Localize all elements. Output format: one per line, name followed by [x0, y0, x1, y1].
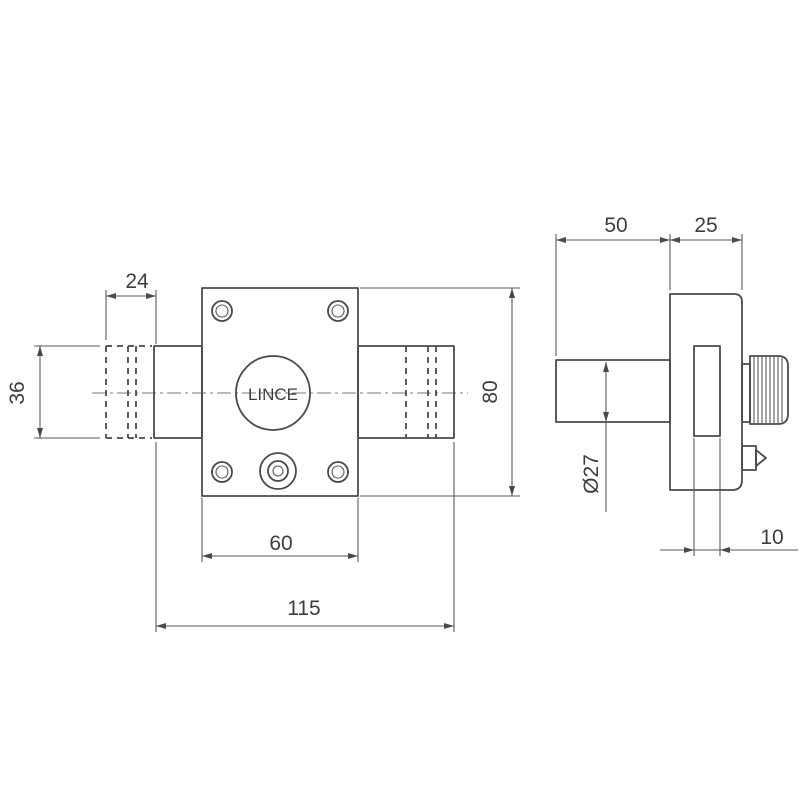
lock-body-plate — [201, 287, 359, 497]
dim-bolt-height: 36 — [6, 345, 100, 439]
screw-top-left — [211, 300, 233, 322]
dim-bolt-width: 24 — [105, 270, 157, 344]
dim-side-top: 50 25 — [555, 214, 743, 356]
dim-side-offset: 10 — [660, 438, 798, 556]
dim-total-width-label: 115 — [287, 597, 320, 620]
dim-body-width-label: 60 — [269, 532, 292, 555]
key-cylinder — [235, 355, 311, 431]
dim-side-offset-label: 10 — [760, 526, 783, 549]
side-cylinder — [555, 359, 671, 423]
front-view: LINCE 24 36 — [6, 270, 520, 632]
left-bolt-body — [153, 345, 203, 439]
side-pin — [741, 445, 767, 471]
side-view: 50 25 Ø27 10 — [555, 214, 798, 556]
dim-cylinder-diameter-label: Ø27 — [580, 454, 603, 494]
bottom-knob — [259, 452, 297, 490]
dim-bolt-height-label: 36 — [6, 381, 29, 404]
dim-side-depth-label: 50 — [604, 214, 627, 237]
dim-cylinder-diameter: Ø27 — [580, 362, 609, 512]
dim-side-body-label: 25 — [694, 214, 717, 237]
dim-body-height: 80 — [360, 287, 520, 497]
dim-body-height-label: 80 — [479, 380, 502, 403]
side-body — [669, 293, 743, 491]
brand-label: LINCE — [248, 385, 298, 404]
side-slot — [693, 345, 721, 437]
dim-total-width: 115 — [155, 442, 455, 632]
side-knurled-knob — [741, 355, 789, 425]
screw-bottom-right — [327, 461, 349, 483]
screw-bottom-left — [211, 461, 233, 483]
screw-top-right — [327, 300, 349, 322]
dim-bolt-width-label: 24 — [125, 270, 149, 293]
dim-body-width: 60 — [201, 498, 359, 562]
